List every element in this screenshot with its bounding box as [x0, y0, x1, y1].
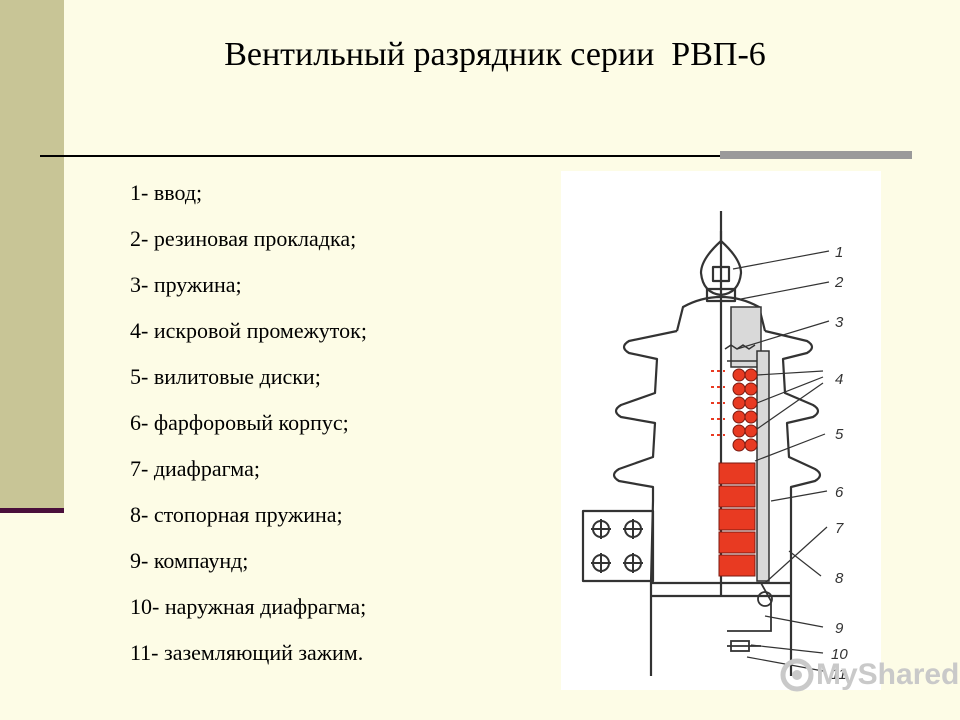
callout-7: 7 — [835, 520, 844, 537]
arrester-drawing: 1 2 3 4 5 6 7 8 9 10 11 — [581, 211, 848, 683]
vilite-disc-stack — [718, 462, 756, 577]
legend-item: 3- пружина; — [130, 272, 242, 297]
left-sidebar-accent — [0, 508, 64, 513]
callout-2: 2 — [834, 274, 844, 291]
legend-item: 11- заземляющий зажим. — [130, 640, 364, 665]
callout-1: 1 — [835, 244, 843, 261]
watermark-text: MyShared — [816, 658, 960, 691]
callout-5: 5 — [835, 426, 844, 443]
legend-item: 1- ввод; — [130, 180, 203, 205]
legend-item: 4- искровой промежуток; — [130, 318, 367, 343]
arrester-diagram: 1 2 3 4 5 6 7 8 9 10 11 — [561, 171, 881, 690]
bracket-bolts — [591, 519, 643, 573]
callout-8: 8 — [835, 570, 844, 587]
spark-gaps — [732, 368, 758, 452]
mounting-bracket — [581, 509, 655, 583]
legend-item: 8- стопорная пружина; — [130, 502, 343, 527]
title-divider-accent — [720, 151, 912, 159]
cutaway-hatching — [724, 306, 770, 582]
porcelain-left-profile — [612, 329, 678, 676]
callout-4: 4 — [835, 371, 843, 388]
legend-item: 10- наружная диафрагма; — [130, 594, 367, 619]
callout-6: 6 — [835, 484, 844, 501]
legend-item: 5- вилитовые диски; — [130, 364, 321, 389]
callout-10: 10 — [831, 646, 848, 663]
watermark-logo-icon — [780, 658, 814, 692]
legend-item: 7- диафрагма; — [130, 456, 260, 481]
legend-item: 2- резиновая прокладка; — [130, 226, 357, 251]
watermark: MyShared — [780, 657, 959, 693]
title-divider — [40, 155, 912, 157]
spring — [724, 344, 756, 350]
porcelain-top — [675, 295, 767, 332]
legend-item: 9- компаунд; — [130, 548, 249, 573]
left-sidebar-bar — [0, 0, 64, 511]
callout-9: 9 — [835, 620, 844, 637]
callout-3: 3 — [835, 314, 844, 331]
legend-item: 6- фарфоровый корпус; — [130, 410, 349, 435]
legend-list: 1- ввод; 2- резиновая прокладка; 3- пруж… — [130, 180, 367, 686]
callout-11: 11 — [831, 666, 847, 683]
slide-title: Вентильный разрядник серии РВП-6 — [224, 36, 766, 73]
porcelain-right-profile — [764, 329, 822, 676]
